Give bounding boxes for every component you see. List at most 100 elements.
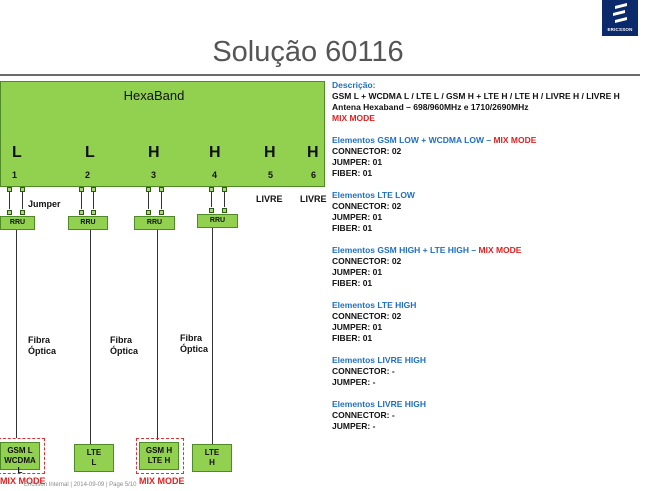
section-connector: CONNECTOR: -: [332, 366, 395, 376]
connector: [146, 210, 151, 215]
section-connector: CONNECTOR: 02: [332, 201, 402, 211]
connector: [146, 187, 151, 192]
section-lte-high: Elementos LTE HIGH CONNECTOR: 02 JUMPER:…: [332, 300, 648, 344]
section-jumper: JUMPER: -: [332, 377, 376, 387]
jumper-cable: [93, 192, 94, 209]
livre-label-5: LIVRE: [256, 194, 283, 204]
section-connector: CONNECTOR: 02: [332, 146, 402, 156]
fiber-cable: [16, 230, 17, 438]
section-fiber: FIBER: 01: [332, 278, 373, 288]
connector: [209, 187, 214, 192]
mix-mode-frame-2: [136, 438, 184, 474]
description-line-2: Antena Hexaband – 698/960MHz e 1710/2690…: [332, 102, 529, 112]
section-title: Elementos LIVRE HIGH: [332, 399, 426, 409]
port-letter-6: H: [307, 144, 319, 161]
jumper-cable: [148, 192, 149, 209]
fiber-cable: [212, 228, 213, 444]
connector: [159, 210, 164, 215]
logo-text: ERICSSON: [607, 27, 633, 32]
rru-3: RRU: [134, 216, 175, 230]
section-jumper: JUMPER: 01: [332, 212, 383, 222]
section-gsm-wcdma-low: Elementos GSM LOW + WCDMA LOW – MIX MODE…: [332, 135, 648, 179]
section-fiber: FIBER: 01: [332, 223, 373, 233]
section-jumper: JUMPER: -: [332, 421, 376, 431]
connector: [7, 210, 12, 215]
section-gsm-lte-high: Elementos GSM HIGH + LTE HIGH – MIX MODE…: [332, 245, 648, 289]
jumper-cable: [161, 192, 162, 209]
rru-2: RRU: [68, 216, 108, 230]
section-title: Elementos GSM LOW + WCDMA LOW –: [332, 135, 494, 145]
jumper-cable: [9, 192, 10, 209]
section-connector: CONNECTOR: 02: [332, 311, 402, 321]
description-mix-mode: MIX MODE: [332, 113, 375, 123]
connector: [91, 187, 96, 192]
connector: [20, 210, 25, 215]
section-jumper: JUMPER: 01: [332, 157, 383, 167]
fiber-cable: [90, 230, 91, 444]
connector: [79, 187, 84, 192]
rru-1: RRU: [0, 216, 35, 230]
description-panel: Descrição: GSM L + WCDMA L / LTE L / GSM…: [332, 80, 648, 432]
connector: [20, 187, 25, 192]
fiber-cable: [157, 230, 158, 440]
section-fiber: FIBER: 01: [332, 168, 373, 178]
port-letter-4: H: [209, 144, 221, 161]
connector: [159, 187, 164, 192]
port-number-4: 4: [212, 170, 218, 180]
port-letter-1: L: [12, 144, 22, 161]
section-livre-high-5: Elementos LIVRE HIGH CONNECTOR: - JUMPER…: [332, 355, 648, 388]
jumper-cable: [224, 192, 225, 207]
section-title: Elementos LTE HIGH: [332, 300, 417, 310]
hexaband-antenna: [0, 81, 325, 187]
ericsson-logo: ERICSSON: [602, 0, 638, 36]
section-title: Elementos LIVRE HIGH: [332, 355, 426, 365]
hexaband-label: HexaBand: [123, 88, 185, 103]
jumper-label: Jumper: [28, 199, 61, 209]
connector: [91, 210, 96, 215]
section-fiber: FIBER: 01: [332, 333, 373, 343]
port-letter-5: H: [264, 144, 276, 161]
mix-mode-frame-1: [0, 438, 45, 474]
jumper-cable: [22, 192, 23, 209]
section-title-mix: MIX MODE: [478, 245, 522, 255]
port-number-5: 5: [268, 170, 274, 180]
port-number-1: 1: [12, 170, 18, 180]
section-lte-low: Elementos LTE LOW CONNECTOR: 02 JUMPER: …: [332, 190, 648, 234]
connector: [79, 210, 84, 215]
port-letter-2: L: [85, 144, 95, 161]
section-title: Elementos GSM HIGH + LTE HIGH –: [332, 245, 479, 255]
description-heading: Descrição:: [332, 80, 376, 90]
footer: Ericsson Internal | 2014-09-09 | Page 5/…: [24, 482, 137, 488]
jumper-cable: [211, 192, 212, 207]
section-title-mix: MIX MODE: [493, 135, 537, 145]
ericsson-logo-icon: [613, 3, 627, 23]
port-number-2: 2: [85, 170, 91, 180]
port-letter-3: H: [148, 144, 160, 161]
description-line-1: GSM L + WCDMA L / LTE L / GSM H + LTE H …: [332, 91, 620, 101]
section-connector: CONNECTOR: 02: [332, 256, 402, 266]
mix-mode-label-2: MIX MODE: [139, 476, 185, 486]
jumper-cable: [81, 192, 82, 209]
connector: [209, 208, 214, 213]
port-number-3: 3: [151, 170, 157, 180]
section-connector: CONNECTOR: -: [332, 410, 395, 420]
section-title: Elementos LTE LOW: [332, 190, 415, 200]
livre-label-6: LIVRE: [300, 194, 327, 204]
title-divider: [0, 74, 640, 76]
port-number-6: 6: [311, 170, 317, 180]
section-livre-high-6: Elementos LIVRE HIGH CONNECTOR: - JUMPER…: [332, 399, 648, 432]
page-title: Solução 60116: [212, 36, 404, 68]
connector: [222, 208, 227, 213]
section-jumper: JUMPER: 01: [332, 322, 383, 332]
mix-mode-label-1: MIX MODE: [0, 476, 46, 486]
section-jumper: JUMPER: 01: [332, 267, 383, 277]
connector: [222, 187, 227, 192]
rru-4: RRU: [197, 214, 238, 228]
